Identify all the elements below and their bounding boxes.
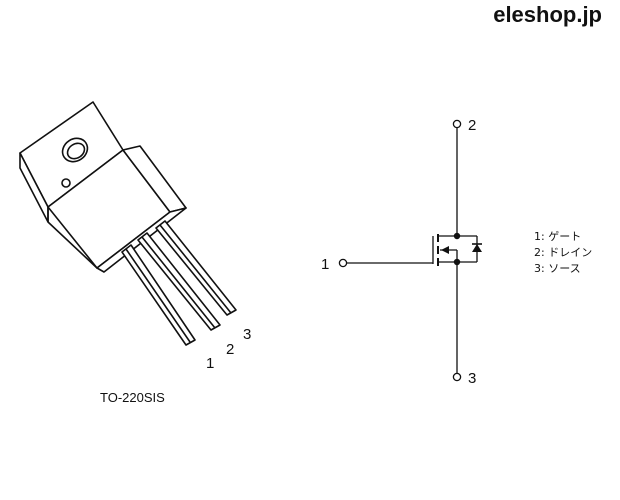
body-arrow: [441, 246, 449, 254]
legend-gate: 1: ゲート: [534, 230, 582, 243]
lead-1-edge: [125, 248, 191, 343]
package-pin-2-label: 2: [226, 341, 234, 358]
package-dimple: [61, 178, 71, 188]
mounting-hole-inner: [66, 142, 86, 160]
lead-2-edge: [141, 236, 216, 329]
pin-legend: 1: ゲート 2: ドレイン 3: ソース: [534, 229, 592, 277]
schematic-source-number: 3: [468, 370, 476, 387]
source-terminal: [452, 372, 462, 382]
diode-anode-arrow: [472, 244, 482, 252]
schematic-gate-number: 1: [321, 256, 329, 273]
package-pin-3-label: 3: [243, 326, 251, 343]
drain-junction-dot: [453, 232, 461, 240]
source-junction-dot: [453, 258, 461, 266]
package-name-label: TO-220SIS: [100, 390, 165, 405]
package-edge: [47, 221, 98, 269]
mosfet-symbol: [338, 119, 482, 382]
schematic-drain-number: 2: [468, 117, 476, 134]
gate-terminal: [338, 258, 348, 268]
package-drawing: [19, 101, 237, 346]
package-pin-1-label: 1: [206, 355, 214, 372]
lead-3-edge: [159, 224, 232, 314]
mounting-hole: [61, 137, 89, 163]
drain-terminal: [452, 119, 462, 129]
legend-source: 3: ソース: [534, 262, 581, 275]
brand-logo-text: eleshop.jp: [493, 2, 602, 27]
legend-drain: 2: ドレイン: [534, 246, 593, 259]
